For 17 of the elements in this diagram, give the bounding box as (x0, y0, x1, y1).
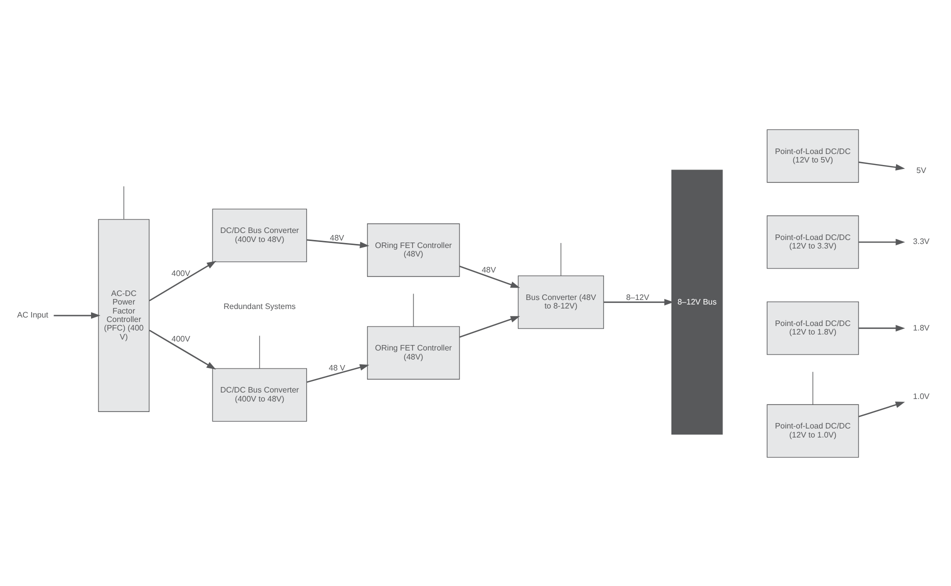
arrow (858, 161, 906, 170)
arrow (149, 260, 216, 301)
connector (123, 185, 124, 220)
connector (259, 334, 260, 368)
arrow (306, 238, 370, 248)
arrow (459, 316, 520, 338)
arrow (604, 298, 674, 305)
arrow (858, 238, 906, 245)
arrow (459, 265, 520, 288)
connector (413, 292, 414, 326)
arrow (858, 401, 905, 417)
arrow (858, 324, 906, 331)
arrow (149, 329, 216, 370)
arrow (54, 312, 100, 318)
arrow (306, 364, 370, 382)
connector (560, 242, 562, 276)
connector (812, 371, 814, 404)
